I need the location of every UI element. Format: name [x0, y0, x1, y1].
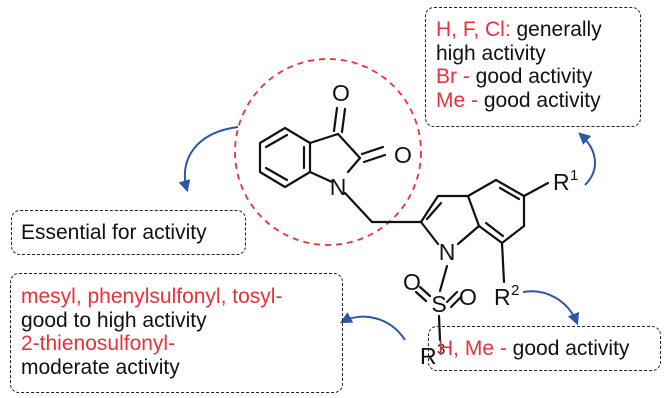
isatin-core	[258, 106, 387, 224]
atom-oxygen-c2: O	[394, 142, 412, 168]
r1-note-line-3: Br - good activity	[436, 65, 602, 89]
r1-note-br-activity: good activity	[469, 65, 593, 88]
r2-label: R	[494, 284, 511, 310]
r3-superscript: 3	[437, 341, 445, 358]
atom-nitrogen-isatin: N	[330, 174, 347, 200]
arrow-core-to-note	[178, 126, 239, 193]
r1-note-br: Br -	[436, 65, 470, 88]
r2-note-substituents: H, Me -	[438, 337, 507, 360]
r1-note-generally: generally	[510, 18, 602, 41]
r1-note-me-activity: good activity	[478, 88, 601, 112]
r2-note-activity: good activity	[506, 337, 630, 360]
r3-activity-note: mesyl, phenylsulfonyl, tosyl- good to hi…	[10, 273, 343, 393]
core-note-text: Essential for activity	[21, 221, 207, 244]
r3-note-line-3: 2-thienosulfonyl-	[21, 332, 176, 355]
atom-nitrogen-indole: N	[439, 239, 456, 265]
r3-note-line-4: moderate activity	[21, 355, 180, 379]
r1-note-me: Me -	[436, 88, 478, 112]
isatin-highlight-circle	[234, 58, 422, 246]
r1-note-line-1: H, F, Cl: generally	[436, 18, 602, 42]
r2-superscript: 2	[511, 282, 519, 299]
arrow-r3-to-note	[339, 312, 406, 341]
r1-activity-note: H, F, Cl: generally high activity Br - g…	[425, 7, 641, 127]
r1-superscript: 1	[570, 167, 578, 184]
r2-activity-note: H, Me - good activity	[428, 326, 661, 371]
atom-oxygen-c3: O	[332, 80, 350, 106]
r1-label: R	[553, 169, 570, 195]
atom-sulfur: S	[431, 291, 446, 317]
atom-oxygen-s-right: O	[459, 284, 477, 310]
r3-note-line-2: good to high activity	[21, 308, 207, 332]
arrow-r1-to-note	[578, 132, 597, 186]
r1-note-line-4: Me - good activity	[436, 89, 602, 113]
indole-core	[370, 178, 550, 342]
r1-note-line-2: high activity	[436, 41, 546, 65]
atom-oxygen-s-left: O	[403, 269, 421, 295]
r3-note-line-1: mesyl, phenylsulfonyl, tosyl-	[21, 285, 283, 308]
arrow-r2-to-note	[522, 290, 580, 326]
core-activity-note: Essential for activity	[11, 210, 246, 255]
r1-note-halogens: H, F, Cl:	[436, 18, 511, 41]
